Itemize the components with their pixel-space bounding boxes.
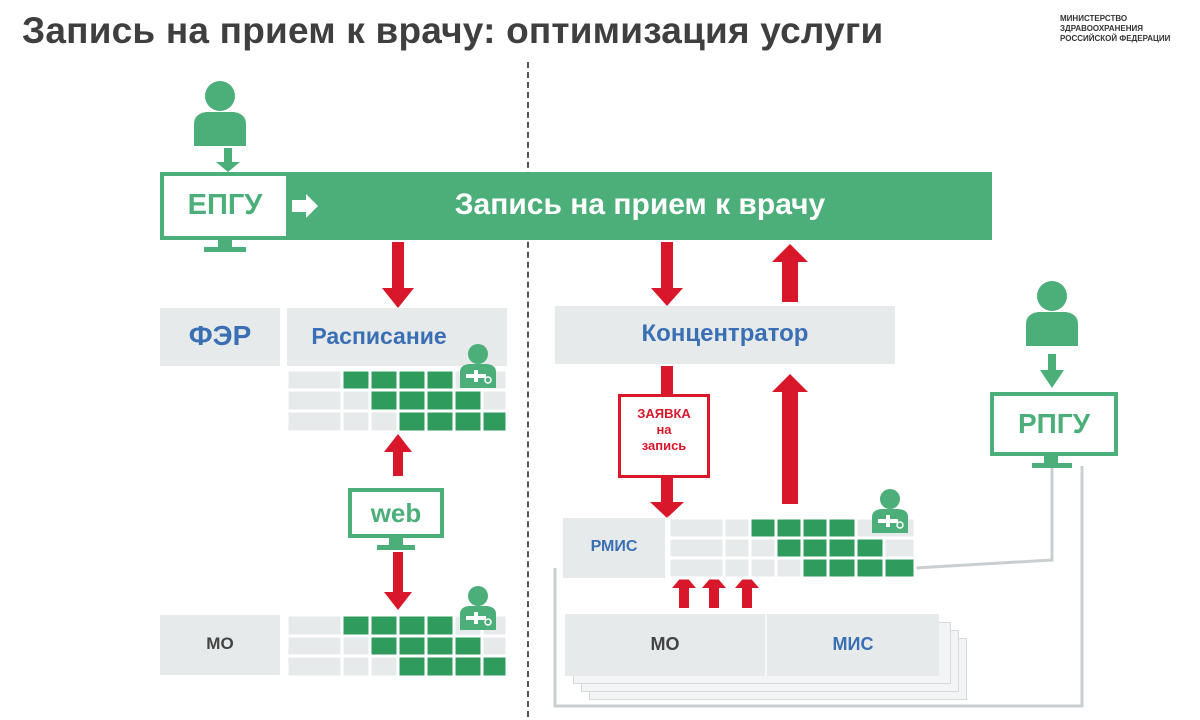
request-line-2: на — [656, 422, 672, 437]
epgu-base — [204, 247, 246, 252]
mo-left-box: МО — [160, 615, 280, 675]
arrow-mo-up-1 — [672, 574, 696, 608]
ministry-line-2: ЗДРАВООХРАНЕНИЯ — [1060, 24, 1143, 33]
banner-label: Запись на прием к врачу — [454, 188, 826, 221]
page-title: Запись на прием к врачу: оптимизация усл… — [22, 10, 884, 51]
ministry-logo: МИНИСТЕРСТВО ЗДРАВООХРАНЕНИЯ РОССИЙСКОЙ … — [1060, 14, 1180, 44]
mis-box: МИС — [765, 614, 939, 676]
web-stand — [389, 538, 403, 546]
arrow-concentrator-to-banner — [772, 244, 808, 302]
doctor-icon-mo — [459, 585, 497, 631]
rmis-box: РМИС — [563, 518, 665, 578]
epgu-stand — [218, 238, 232, 248]
arrow-mo-up-3 — [735, 574, 759, 608]
web-base — [377, 545, 415, 550]
rpgu-screen: РПГУ — [990, 392, 1118, 456]
ministry-line-1: МИНИСТЕРСТВО — [1060, 14, 1128, 23]
request-line-3: запись — [641, 438, 687, 453]
rpgu-rmis-connector — [914, 466, 1054, 570]
mo-right-box: МО — [565, 614, 765, 676]
center-divider — [527, 62, 529, 717]
rpgu-base — [1032, 463, 1072, 468]
arrow-web-to-mo — [384, 552, 412, 610]
arrow-banner-to-schedule — [382, 242, 414, 308]
doctor-icon-rmis — [871, 488, 909, 534]
web-screen: web — [348, 488, 444, 538]
mo-left-grid — [285, 613, 509, 679]
arrow-request-to-rmis — [650, 478, 684, 518]
arrow-mo-up-2 — [702, 574, 726, 608]
arrow-banner-to-concentrator — [651, 242, 683, 306]
ministry-line-3: РОССИЙСКОЙ ФЕДЕРАЦИИ — [1060, 34, 1171, 43]
epgu-screen: ЕПГУ — [164, 176, 286, 236]
arrow-rmis-to-concentrator — [772, 374, 808, 504]
concentrator-box: Концентратор — [555, 306, 895, 364]
user-right-down-arrow — [1040, 354, 1064, 388]
arrow-stem-top — [661, 366, 673, 394]
schedule-grid — [285, 368, 509, 434]
user-icon-right — [1026, 281, 1078, 346]
doctor-icon-schedule — [459, 343, 497, 389]
arrow-web-to-grid — [384, 434, 412, 476]
epgu-arrow-icon — [292, 194, 318, 218]
request-box: ЗАЯВКА на запись — [618, 394, 710, 478]
user-icon — [194, 81, 246, 146]
mo-rpgu-connector — [553, 466, 1084, 708]
epgu-screen-frame — [160, 172, 290, 240]
fer-box: ФЭР — [160, 308, 280, 366]
rpgu-stand — [1044, 456, 1058, 464]
user-down-arrow — [216, 148, 240, 172]
request-line-1: ЗАЯВКА — [637, 406, 691, 421]
